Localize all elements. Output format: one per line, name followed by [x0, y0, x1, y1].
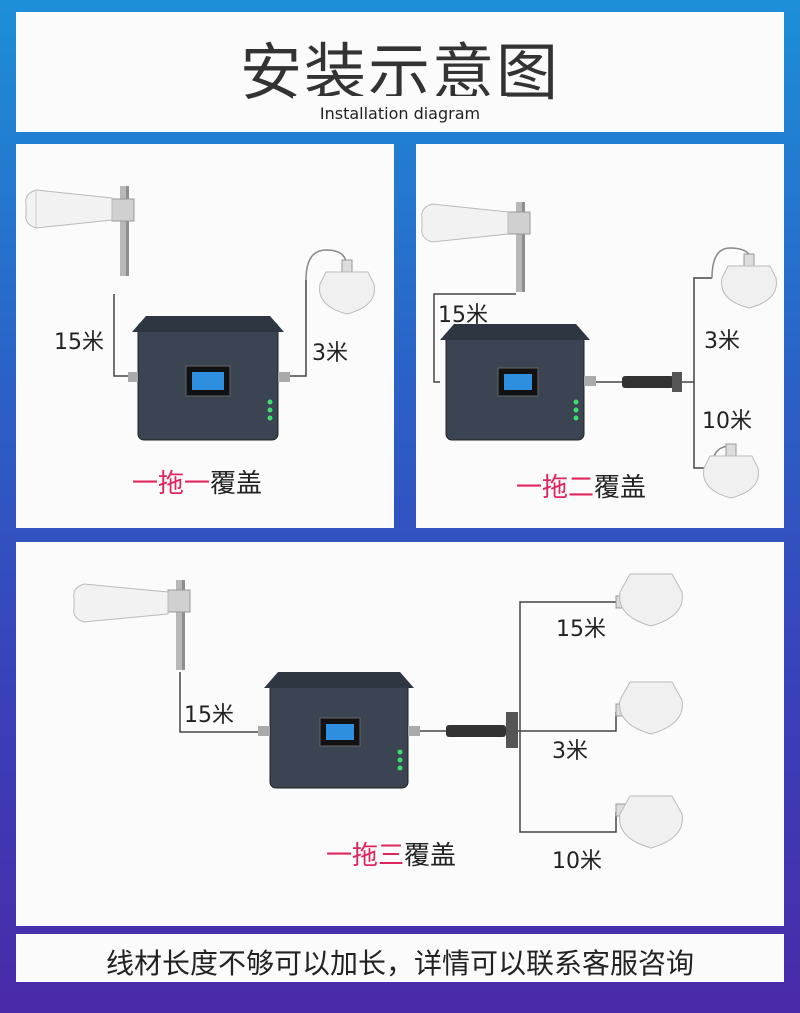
- repeater-device-icon: [128, 316, 290, 441]
- outdoor-antenna-icon: [421, 203, 509, 243]
- label-cable-output: 3米: [312, 341, 348, 366]
- outdoor-antenna-icon: [25, 189, 113, 229]
- ceiling-antenna-icon: [305, 249, 375, 315]
- caption-suffix: 覆盖: [210, 469, 262, 499]
- label-cable-a: 3米: [704, 329, 740, 354]
- mast-bracket: [111, 198, 135, 222]
- ceiling-antenna-icon-c: [615, 795, 683, 849]
- caption-prefix: 一拖: [132, 469, 184, 499]
- caption-count: 三: [378, 841, 404, 871]
- ceiling-antenna-icon-a: [711, 247, 777, 309]
- ceiling-antenna-icon-a: [615, 573, 683, 627]
- caption-prefix: 一拖: [516, 473, 568, 503]
- diagram-one-to-three: 15米 15米 3米 10米: [73, 573, 683, 874]
- mast-bracket: [167, 589, 191, 613]
- splitter-icon: [596, 372, 682, 392]
- cable-branch-a: [693, 277, 712, 382]
- panel-one-to-three: 15米 15米 3米 10米: [16, 542, 784, 926]
- subtitle-backdrop: [293, 96, 507, 132]
- label-cable-a: 15米: [556, 617, 606, 642]
- svg-text:一拖一覆盖: 一拖一覆盖: [132, 469, 262, 499]
- mast-pole: [176, 580, 182, 670]
- mast-pole: [120, 186, 126, 276]
- footer-panel: 线材长度不够可以加长，详情可以联系客服咨询: [16, 934, 784, 982]
- cable-branch-c: [519, 731, 617, 833]
- repeater-device-icon: [258, 672, 420, 789]
- label-cable-input: 15米: [184, 703, 234, 728]
- label-cable-input: 15米: [54, 330, 104, 355]
- caption-count: 二: [568, 473, 594, 503]
- caption-count: 一: [184, 469, 210, 499]
- svg-text:一拖二覆盖: 一拖二覆盖: [516, 473, 646, 503]
- cable-output: [290, 280, 307, 377]
- ceiling-antenna-icon-b: [615, 681, 683, 735]
- mast-pole: [516, 202, 522, 292]
- cable-branch-b: [520, 712, 617, 732]
- caption-suffix: 覆盖: [594, 473, 646, 503]
- mast-bracket: [507, 211, 531, 235]
- cable-branch-a: [519, 601, 616, 731]
- label-cable-b: 10米: [702, 409, 752, 434]
- label-cable-input: 15米: [438, 303, 488, 328]
- label-cable-b: 3米: [552, 739, 588, 764]
- caption-prefix: 一拖: [326, 841, 378, 871]
- panel-one-to-two: 15米 3米 10米: [416, 144, 784, 528]
- label-cable-c: 10米: [552, 849, 602, 874]
- panel-one-to-one: 15米 3米 一拖一覆盖: [16, 144, 394, 528]
- page-subtitle: Installation diagram: [319, 104, 481, 123]
- diagram-one-to-one: 15米 3米 一拖一覆盖: [25, 186, 375, 499]
- footer-note: 线材长度不够可以加长，详情可以联系客服咨询: [105, 947, 694, 980]
- diagram-one-to-two: 15米 3米 10米: [421, 202, 777, 503]
- repeater-device-icon: [440, 324, 596, 441]
- outdoor-antenna-icon: [73, 583, 169, 623]
- caption-suffix: 覆盖: [404, 841, 456, 871]
- splitter-icon: [420, 712, 518, 748]
- cable-input: [113, 294, 128, 377]
- svg-text:一拖三覆盖: 一拖三覆盖: [326, 841, 456, 871]
- cable-input: [433, 293, 516, 383]
- cable-input: [179, 672, 260, 733]
- ceiling-antenna-icon-b: [703, 443, 759, 499]
